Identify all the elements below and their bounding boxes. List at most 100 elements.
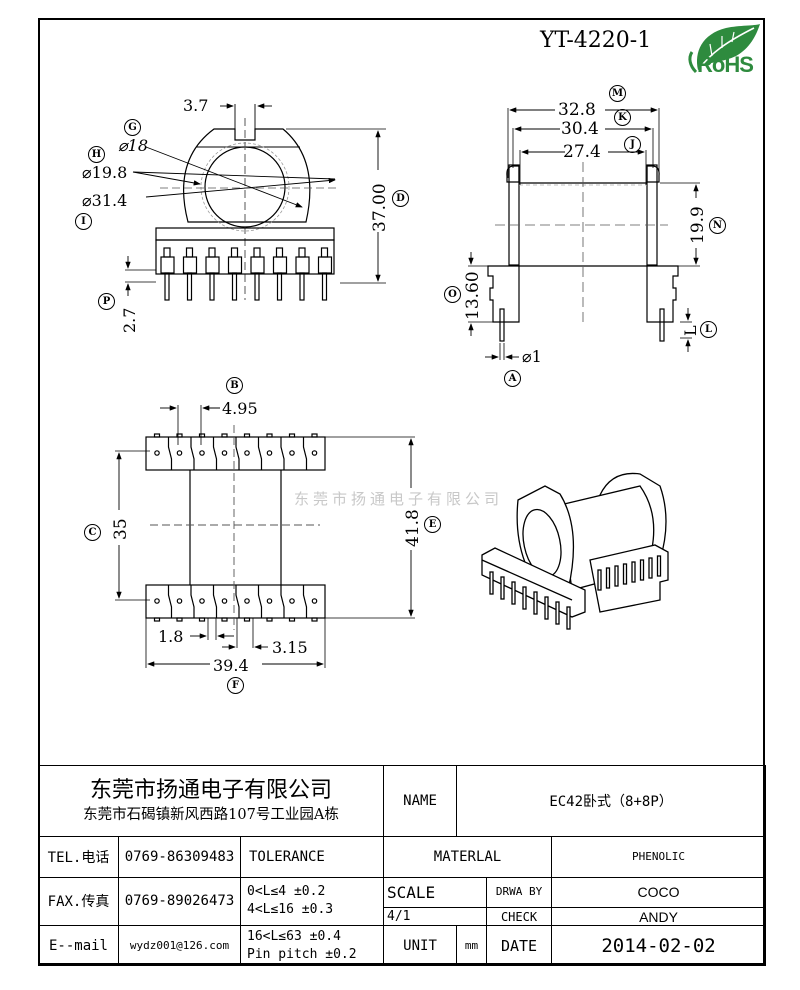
dim-pin-diameter: ⌀1 bbox=[522, 347, 542, 366]
pin-divider bbox=[167, 585, 173, 618]
unit-value: mm bbox=[456, 925, 488, 966]
product-name: EC42卧式（8+8P） bbox=[456, 765, 767, 837]
scale-value: 4/1 bbox=[383, 906, 488, 927]
dim-height: 37.00 bbox=[370, 183, 390, 232]
pin-hole bbox=[289, 598, 295, 604]
pin-divider bbox=[212, 585, 218, 618]
dim-overall-length: 32.8 bbox=[558, 100, 596, 120]
dim-center-offset: 3.15 bbox=[272, 638, 308, 657]
iso-pin bbox=[614, 565, 619, 587]
pin-housing bbox=[160, 256, 175, 274]
pin-tip bbox=[198, 617, 206, 622]
pin-housing bbox=[205, 256, 220, 274]
pin-divider bbox=[235, 585, 240, 618]
pin-hole bbox=[311, 450, 318, 456]
callout-g: G bbox=[124, 119, 141, 136]
pin-tip bbox=[176, 433, 183, 438]
pin-hole bbox=[154, 450, 160, 456]
pin bbox=[186, 272, 193, 301]
pin-tip bbox=[311, 617, 318, 622]
iso-pin bbox=[631, 561, 636, 583]
unit-label: UNIT bbox=[383, 925, 458, 966]
callout-h: H bbox=[88, 146, 105, 163]
pin-tip bbox=[288, 617, 296, 622]
pin-slot bbox=[163, 247, 171, 258]
pin-divider bbox=[257, 437, 263, 470]
scale-label: SCALE bbox=[383, 876, 488, 908]
pin bbox=[299, 272, 305, 301]
right-flange bbox=[646, 164, 658, 266]
callout-m: M bbox=[609, 85, 626, 102]
iso-pin bbox=[544, 596, 549, 620]
pin-hole bbox=[176, 450, 183, 456]
pin-housing bbox=[272, 256, 288, 274]
iso-pin bbox=[622, 563, 628, 585]
date-value: 2014-02-02 bbox=[551, 925, 767, 966]
callout-f: F bbox=[227, 677, 244, 694]
pin-divider bbox=[190, 437, 195, 470]
pin-tip bbox=[221, 617, 228, 622]
pin-tip bbox=[198, 433, 206, 438]
callout-k: K bbox=[614, 109, 631, 126]
pin-slot bbox=[253, 247, 261, 258]
pin-hole bbox=[221, 450, 228, 456]
iso-pin bbox=[489, 571, 494, 595]
pin-divider bbox=[280, 437, 285, 470]
dim-overall-width: 39.4 bbox=[213, 656, 249, 675]
pin-housing bbox=[250, 256, 265, 274]
pin-divider bbox=[302, 437, 308, 470]
side-view bbox=[468, 107, 700, 360]
pin-housing bbox=[182, 256, 198, 274]
callout-j: J bbox=[624, 136, 641, 153]
callout-o: O bbox=[444, 286, 461, 303]
pin-slot bbox=[320, 247, 329, 258]
pin-slot bbox=[275, 247, 284, 258]
pin bbox=[276, 272, 283, 301]
pin-hole bbox=[176, 598, 183, 604]
pin bbox=[209, 272, 215, 301]
pin-tip bbox=[176, 617, 183, 622]
part-number: YT-4220-1 bbox=[540, 28, 652, 53]
iso-pin bbox=[522, 586, 527, 610]
pin bbox=[231, 272, 238, 301]
pin-divider bbox=[257, 585, 263, 618]
material-value: PHENOLIC bbox=[551, 835, 767, 878]
tolerance-values-a: 0<L≤4 ±0.2 4<L≤16 ±0.3 bbox=[239, 876, 385, 927]
dim-pin-length: L bbox=[681, 325, 700, 336]
iso-pin bbox=[500, 576, 505, 600]
pin-hole bbox=[154, 598, 160, 604]
email-label: E--mail bbox=[38, 925, 119, 966]
pin-slot bbox=[185, 247, 194, 258]
check-value: ANDY bbox=[551, 906, 767, 927]
dim-winding-width: 27.4 bbox=[563, 142, 601, 162]
bottom-view bbox=[115, 405, 415, 668]
tolerance-row: 16<L≤63 ±0.4 bbox=[247, 928, 341, 944]
pin bbox=[254, 272, 260, 301]
dim-winding-height: 19.9 bbox=[688, 206, 708, 244]
callout-d: D bbox=[392, 190, 409, 207]
dim-flange-outer: 30.4 bbox=[561, 119, 599, 139]
callout-e: E bbox=[424, 516, 441, 533]
pin-hole bbox=[289, 450, 295, 456]
fax-label: FAX.传真 bbox=[38, 876, 119, 927]
company-cell: 东莞市扬通电子有限公司 东莞市石碣镇新风西路107号工业园A栋 bbox=[37, 765, 385, 837]
callout-n: N bbox=[709, 217, 726, 234]
pin-divider bbox=[235, 437, 240, 470]
drawn-by-value: COCO bbox=[551, 876, 767, 908]
pin-slot bbox=[298, 247, 306, 258]
pin-slot bbox=[230, 247, 239, 258]
iso-pin bbox=[555, 601, 560, 625]
dim-outer-diameter: ⌀31.4 bbox=[82, 191, 128, 210]
company-address: 东莞市石碣镇新风西路107号工业园A栋 bbox=[83, 806, 339, 823]
pin-tip bbox=[288, 433, 296, 438]
pin-tip bbox=[153, 617, 161, 622]
front-pins bbox=[160, 247, 333, 301]
iso-pin bbox=[597, 569, 602, 591]
pin-hole bbox=[266, 598, 273, 604]
rohs-leaf-icon bbox=[688, 24, 760, 74]
pin-tip bbox=[153, 433, 161, 438]
pin-hole bbox=[199, 598, 205, 604]
callout-i: I bbox=[75, 213, 92, 230]
email-value: wydz001@126.com bbox=[118, 925, 241, 966]
pin-tip bbox=[243, 617, 251, 622]
